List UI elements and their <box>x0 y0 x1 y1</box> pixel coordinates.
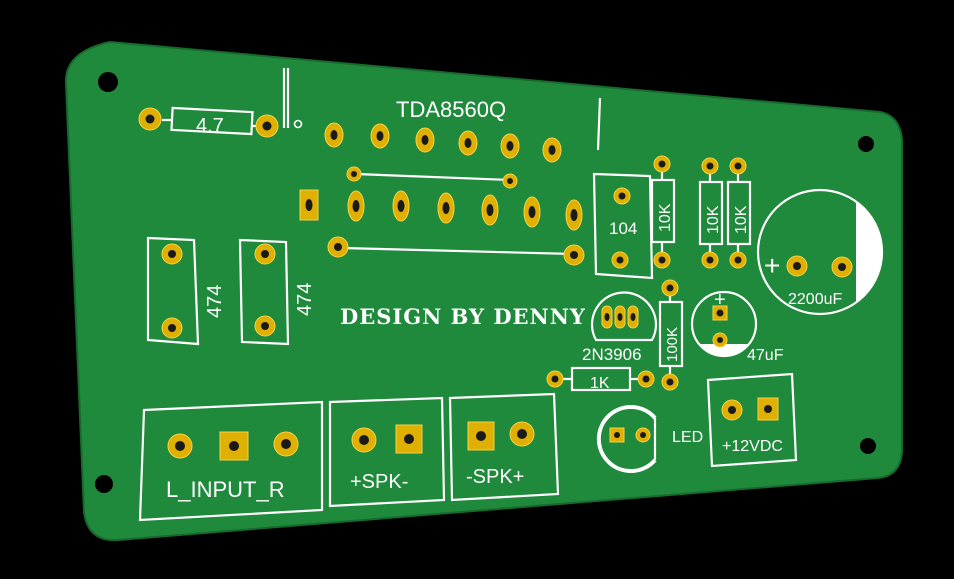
res-100k-label: 100K <box>664 327 681 362</box>
speaker-connector-right: -SPK+ <box>448 392 560 502</box>
cap-47uf-label: 47uF <box>747 347 784 364</box>
res-10k-b-label: 10K <box>705 205 722 234</box>
res-1k-label: 1K <box>590 375 610 392</box>
res-10k-a-label: 10K <box>657 203 674 232</box>
jumper-upper <box>346 166 518 189</box>
transistor-label: 2N3906 <box>582 345 642 364</box>
ic-label: TDA8560Q <box>396 97 506 122</box>
resistor-10k-a: 10K <box>650 155 676 269</box>
plus-47-icon: + <box>714 289 726 311</box>
ic-pins-top <box>324 122 562 163</box>
capacitor-104: 104 <box>592 172 654 280</box>
capacitor-474-left: 474 <box>146 236 226 346</box>
cap-474-left-label: 474 <box>204 285 226 318</box>
spk-left-label: +SPK- <box>350 471 408 493</box>
resistor-10k-b: 10K <box>698 157 724 269</box>
plus-2200-icon: + <box>764 250 780 281</box>
resistor-10k-c: 10K <box>726 157 752 269</box>
res-10k-c-label: 10K <box>733 205 750 234</box>
jumper-lower <box>327 236 585 266</box>
speaker-connector-left: +SPK- <box>328 396 446 508</box>
resistor-1k: 1K <box>546 366 655 392</box>
mounting-hole-top-right <box>858 136 874 152</box>
led-label: LED <box>672 429 703 446</box>
led: LED <box>596 405 703 473</box>
ic-tda8560q: TDA8560Q <box>282 68 602 231</box>
input-label: L_INPUT_R <box>166 477 285 502</box>
pcb-board <box>64 40 903 542</box>
mounting-hole-bottom-right <box>860 438 876 454</box>
resistor-100k: 100K <box>658 279 684 391</box>
mounting-hole-bottom-left <box>95 475 113 493</box>
spk-right-label: -SPK+ <box>466 466 524 488</box>
mounting-hole-top-left <box>98 72 118 92</box>
resistor-4-7: 4.7 <box>138 106 279 138</box>
cap-2200uf-label: 2200uF <box>788 291 842 308</box>
resistor-4-7-label: 4.7 <box>196 115 224 137</box>
credit-text: DESIGN BY DENNY <box>340 304 586 329</box>
ic-pins-bottom <box>299 189 583 231</box>
power-label: +12VDC <box>722 438 783 455</box>
capacitor-474-right: 474 <box>238 238 316 346</box>
power-connector: +12VDC <box>706 372 798 468</box>
capacitor-2200uf: + 2200uF <box>756 188 884 316</box>
cap-104-label: 104 <box>609 219 637 238</box>
cap-474-right-label: 474 <box>294 283 316 316</box>
transistor-2n3906: 2N3906 <box>582 291 658 364</box>
capacitor-47uf: + 47uF <box>690 289 784 364</box>
input-connector: L_INPUT_R <box>138 400 324 522</box>
